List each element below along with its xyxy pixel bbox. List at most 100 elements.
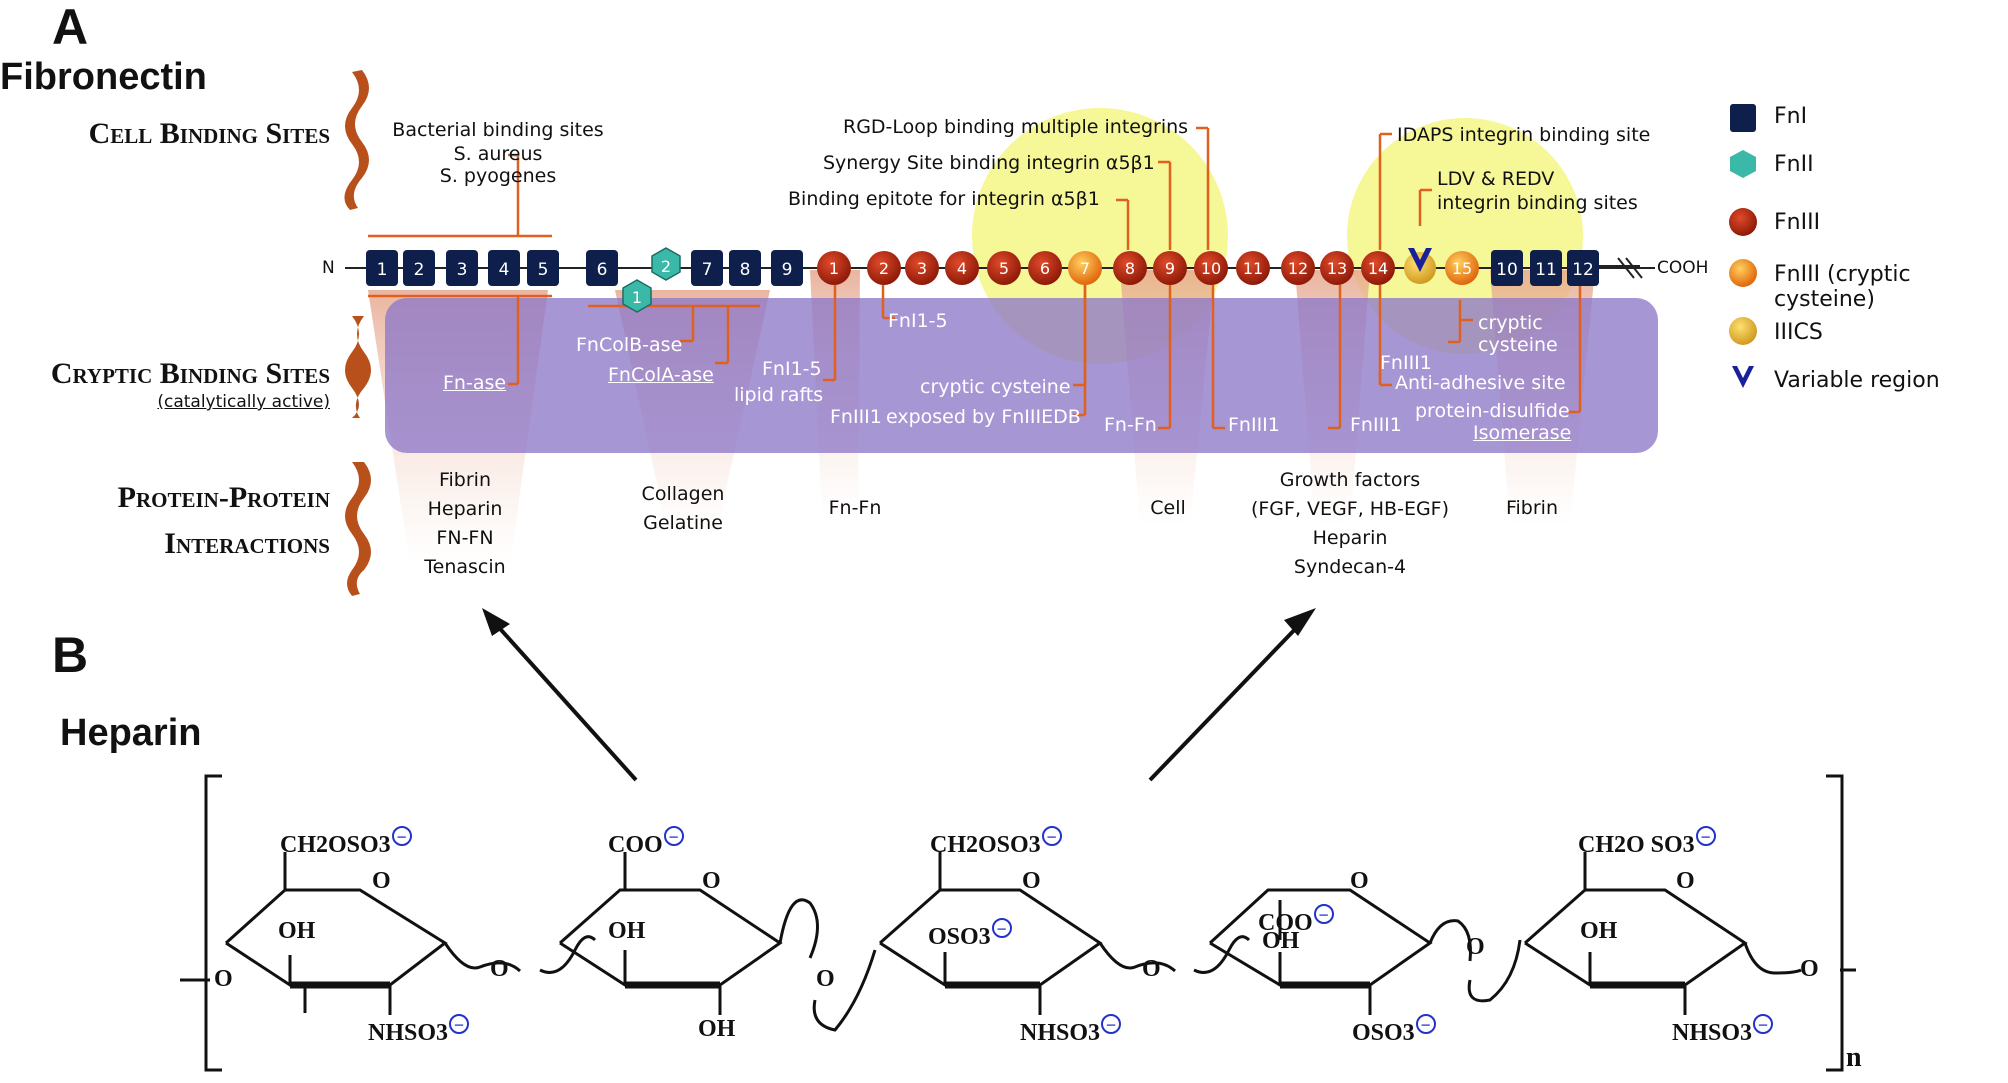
label-fniii1-a: FnIII1 (830, 406, 882, 428)
fni-module-6 (586, 250, 618, 286)
linker-3: O (1142, 956, 1161, 982)
label-synergy: Synergy Site binding integrin α5β1 (823, 152, 1155, 174)
ppi-heading-line1: Protein-Protein (117, 481, 330, 514)
svg-text:8: 8 (740, 260, 751, 280)
svg-text:4: 4 (957, 259, 967, 278)
linker-4: O (1466, 934, 1485, 960)
label-fniii1-d: FnIII1 (1380, 352, 1432, 374)
svg-text:10: 10 (1496, 260, 1518, 280)
label-fniii1-b: FnIII1 (1228, 414, 1280, 436)
unit3-top: CH2OSO3− (930, 826, 1062, 859)
ppi-g6-item: Fibrin (1505, 497, 1559, 519)
unit5-top: CH2O SO3− (1578, 826, 1716, 859)
ppi-heading-line2: Interactions (164, 527, 330, 560)
unit4-bottom: OSO3− (1352, 1014, 1436, 1047)
fni-label-2: 2 (414, 260, 425, 280)
legend-cryptic-icon (1729, 259, 1757, 287)
arrows (492, 620, 1304, 782)
unit5-bottom: NHSO3− (1672, 1014, 1774, 1047)
label-idaps: IDAPS integrin binding site (1397, 124, 1651, 146)
heparin-title: Heparin (60, 712, 202, 754)
c-terminus: COOH (1657, 258, 1709, 278)
label-fncola: FnColA-ase (608, 364, 714, 386)
unit2-bottom: OH (698, 1016, 736, 1042)
ppi-group-4: Cell (1108, 494, 1228, 523)
fni-module-9 (771, 250, 803, 286)
svg-text:8: 8 (1125, 259, 1135, 278)
label-pdi-1: protein-disulfide (1415, 400, 1570, 422)
legend-fni-label: FnI (1774, 104, 1808, 129)
fibronectin-title: Fibronectin (0, 56, 207, 98)
ppi-g5-item: Growth factors (1279, 469, 1421, 491)
legend-cryptic-label: FnIII (cryptic cysteine) (1774, 262, 1911, 312)
ppi-g2-item: Collagen (641, 483, 725, 505)
fni-module-12 (1567, 250, 1599, 286)
ppi-g1-item: Tenascin (424, 556, 506, 578)
svg-text:6: 6 (1040, 259, 1050, 278)
legend-variable-icon (1732, 366, 1754, 388)
fniii-modules (817, 251, 1479, 285)
svg-text:1: 1 (829, 259, 839, 278)
unit2-oh: OH (608, 918, 646, 944)
svg-text:5: 5 (999, 259, 1009, 278)
svg-text:3: 3 (917, 259, 927, 278)
unit1-left-o: O (214, 966, 233, 992)
label-fni15-top: FnI1-5 (888, 310, 948, 332)
unit3-oh: OSO3− (928, 918, 1012, 951)
label-saureus: S. aureus (453, 143, 543, 165)
ppi-g5-item: Syndecan-4 (1293, 556, 1407, 578)
unit4-ring-o: O (1350, 868, 1369, 894)
svg-text:11: 11 (1535, 260, 1557, 280)
svg-text:2: 2 (661, 257, 671, 276)
cell-binding-sites-heading: Cell Binding Sites (88, 117, 330, 150)
label-rgd: RGD-Loop binding multiple integrins (843, 116, 1189, 138)
unit1-top: CH2OSO3− (280, 826, 412, 859)
svg-text:6: 6 (597, 260, 608, 280)
legend-fnii-label: FnII (1774, 152, 1814, 177)
fnii-module-1 (622, 279, 652, 313)
label-epitope: Binding epitote for integrin α5β1 (788, 188, 1100, 210)
legend-iiics-icon (1729, 317, 1757, 345)
fni-label-1: 1 (377, 260, 388, 280)
ppi-g5-item: Heparin (1312, 527, 1388, 549)
svg-text:9: 9 (1165, 259, 1175, 278)
label-cryptic-2b: cysteine (1478, 334, 1558, 356)
unit4-top: COO− (1258, 904, 1334, 937)
label-ldv-line1: LDV & REDV (1437, 168, 1555, 190)
svg-text:13: 13 (1327, 259, 1347, 278)
label-lipid-rafts: lipid rafts (734, 384, 824, 406)
variable-region-marker (1408, 248, 1432, 272)
n-terminus: N (322, 258, 335, 278)
fni-label-3: 3 (457, 260, 468, 280)
svg-text:7: 7 (702, 260, 713, 280)
ppi-g2-item: Gelatine (643, 512, 723, 534)
unit2-ring-o: O (702, 868, 721, 894)
ppi-group-2: Collagen Gelatine (618, 480, 748, 538)
label-spyogenes: S. pyogenes (439, 165, 557, 187)
ppi-g1-item: Fibrin (438, 469, 492, 491)
cryptic-subheading: (catalytically active) (157, 392, 330, 412)
fni-label-4: 4 (499, 260, 510, 280)
unit2-top: COO− (608, 826, 684, 859)
unit4-oh: OH (1262, 928, 1300, 954)
svg-text:15: 15 (1452, 259, 1472, 278)
legend-variable-label: Variable region (1774, 368, 1940, 393)
label-bacterial: Bacterial binding sites (392, 119, 604, 141)
fni-module-11 (1530, 250, 1562, 286)
fni-modules-a (366, 250, 559, 286)
label-cryptic-2a: cryptic (1478, 312, 1543, 334)
svg-text:7: 7 (1080, 259, 1090, 278)
label-exposed: exposed by FnIIIEDB (886, 406, 1081, 428)
unit1-bottom: NHSO3− (368, 1014, 470, 1047)
svg-text:11: 11 (1243, 259, 1263, 278)
svg-text:14: 14 (1368, 259, 1388, 278)
unit1-ring-o: O (372, 868, 391, 894)
repeat-index: n (1846, 1042, 1862, 1073)
linker-1: O (490, 956, 509, 982)
svg-text:10: 10 (1201, 259, 1221, 278)
unit1-oh: OH (278, 918, 316, 944)
ppi-g5-item: (FGF, VEGF, HB-EGF) (1250, 498, 1450, 520)
panel-b-letter: B (52, 627, 89, 683)
unit5-ring-o: O (1676, 868, 1695, 894)
label-fniii1-c: FnIII1 (1350, 414, 1402, 436)
